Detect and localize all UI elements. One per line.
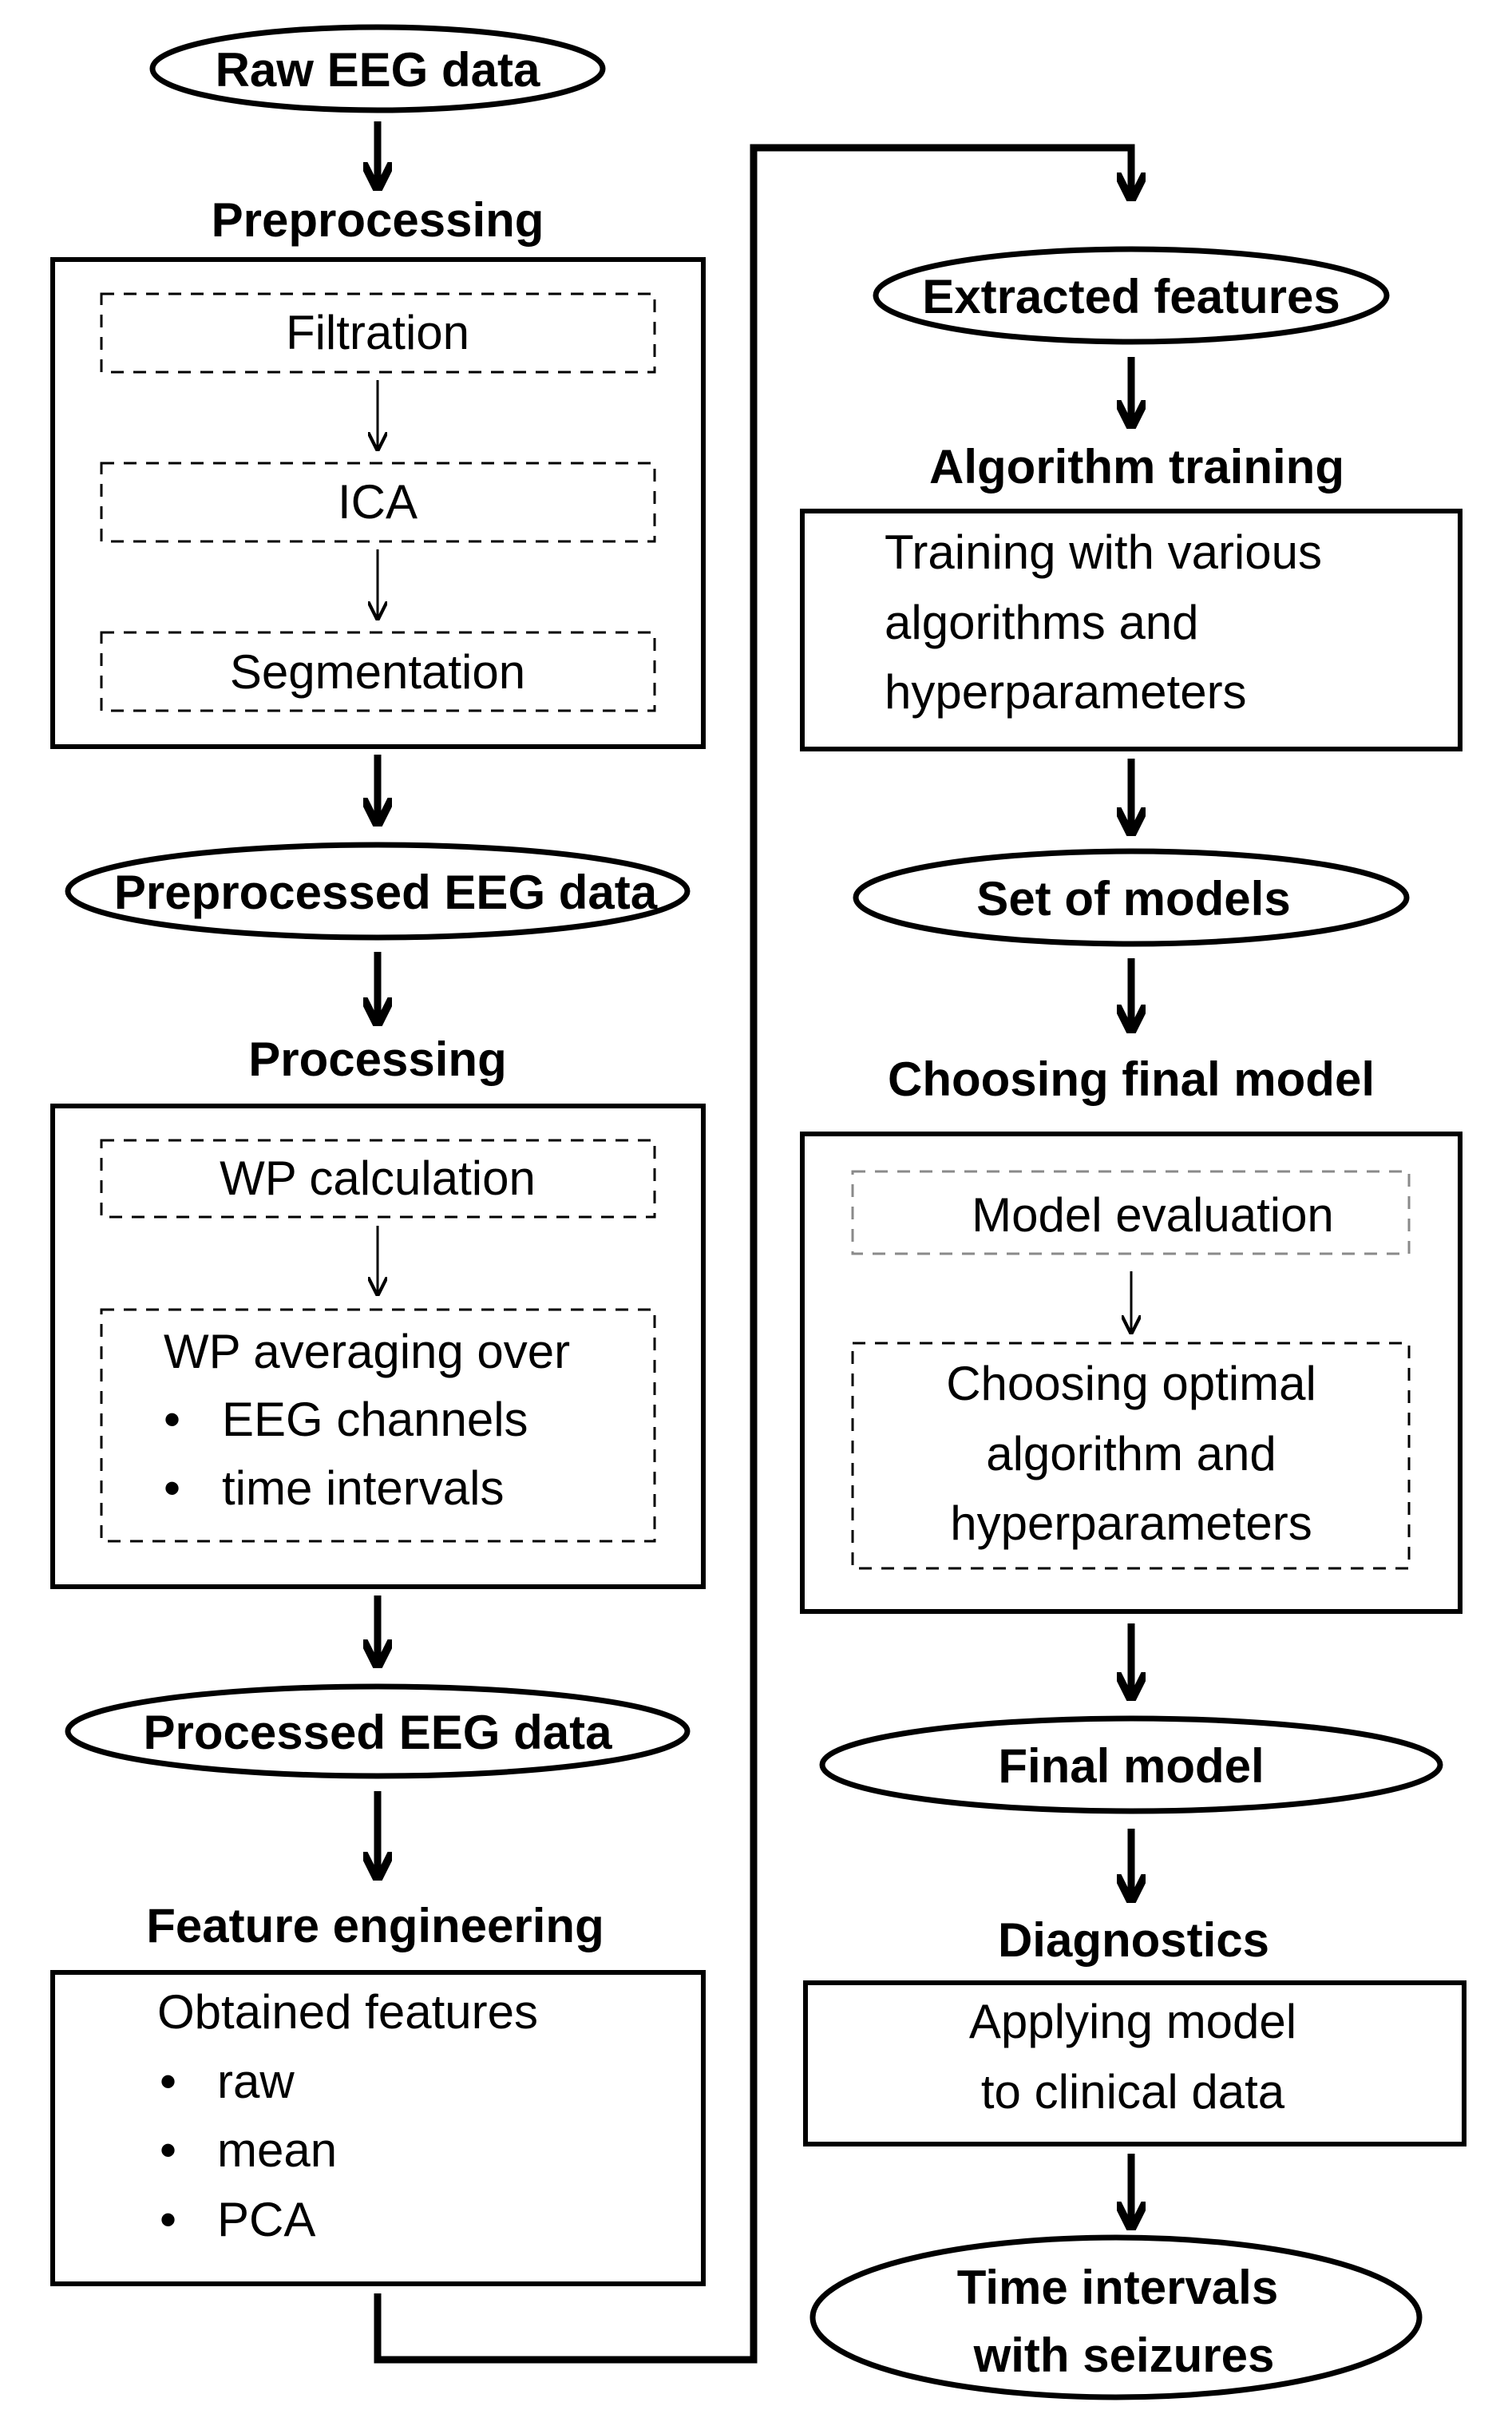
result-line-2: with seizures bbox=[973, 2329, 1275, 2382]
processed-eeg-node: Processed EEG data bbox=[65, 1683, 691, 1779]
segmentation-label: Segmentation bbox=[230, 645, 525, 699]
choosing-optimal-box bbox=[851, 1342, 1411, 1570]
diagnostics-line-2: to clinical data bbox=[981, 2065, 1285, 2119]
feature-mean: mean bbox=[217, 2123, 337, 2177]
ica-label: ICA bbox=[338, 475, 418, 529]
final-model-oval bbox=[819, 1715, 1443, 1814]
preprocessed-eeg-label: Preprocessed EEG data bbox=[114, 866, 658, 919]
training-line-2: algorithms and bbox=[885, 596, 1199, 649]
diagnostics-title: Diagnostics bbox=[998, 1913, 1269, 1967]
feature-engineering-box: Obtained features • raw • mean • PCA bbox=[50, 1970, 706, 2286]
training-line-3: hyperparameters bbox=[885, 665, 1247, 719]
choosing-line-1: Choosing optimal bbox=[946, 1357, 1316, 1410]
result-oval bbox=[809, 2234, 1423, 2400]
algorithm-training-frame bbox=[800, 509, 1463, 751]
time-intervals-item: time intervals bbox=[222, 1461, 504, 1515]
set-of-models-node: Set of models bbox=[853, 848, 1410, 947]
extracted-features-oval bbox=[873, 246, 1390, 345]
choosing-line-2: algorithm and bbox=[986, 1427, 1276, 1481]
preprocessing-frame bbox=[50, 257, 706, 749]
wp-calculation-box bbox=[100, 1139, 656, 1219]
raw-eeg-oval bbox=[149, 24, 606, 113]
processing-box: WP calculation WP averaging over • EEG c… bbox=[50, 1104, 706, 1589]
processed-eeg-oval bbox=[65, 1683, 691, 1779]
choosing-final-model-frame bbox=[800, 1132, 1463, 1614]
final-model-label: Final model bbox=[998, 1739, 1264, 1793]
raw-eeg-label: Raw EEG data bbox=[216, 43, 540, 97]
feature-engineering-title: Feature engineering bbox=[146, 1899, 604, 1952]
feature-engineering-frame bbox=[50, 1970, 706, 2286]
model-evaluation-label: Model evaluation bbox=[972, 1188, 1334, 1242]
training-line-1: Training with various bbox=[885, 525, 1322, 579]
set-of-models-label: Set of models bbox=[976, 872, 1290, 926]
obtained-features-title: Obtained features bbox=[157, 1985, 538, 2039]
segmentation-box bbox=[100, 631, 656, 712]
result-node: Time intervals with seizures bbox=[809, 2234, 1423, 2400]
algorithm-training-box: Training with various algorithms and hyp… bbox=[800, 509, 1463, 751]
diagnostics-frame bbox=[803, 1980, 1466, 2146]
diagnostics-line-1: Applying model bbox=[969, 1995, 1296, 2048]
diagnostics-box: Applying model to clinical data bbox=[803, 1980, 1466, 2146]
processed-eeg-label: Processed EEG data bbox=[144, 1706, 613, 1759]
feature-pca: PCA bbox=[217, 2193, 315, 2246]
bullet-eeg-channels: • bbox=[164, 1393, 180, 1446]
bullet-raw: • bbox=[160, 2055, 176, 2108]
feature-raw: raw bbox=[217, 2055, 295, 2108]
processing-title: Processing bbox=[248, 1033, 506, 1086]
eeg-channels-item: EEG channels bbox=[222, 1393, 528, 1446]
column-connector-line bbox=[374, 144, 1131, 2364]
choosing-final-model-box: Model evaluation Choosing optimal algori… bbox=[800, 1132, 1463, 1614]
set-of-models-oval bbox=[853, 848, 1410, 947]
preprocessed-eeg-oval bbox=[65, 842, 691, 941]
choosing-line-3: hyperparameters bbox=[950, 1496, 1312, 1550]
extracted-features-node: Extracted features bbox=[873, 246, 1390, 345]
wp-averaging-title: WP averaging over bbox=[164, 1325, 570, 1378]
preprocessed-eeg-node: Preprocessed EEG data bbox=[65, 842, 691, 941]
filtration-label: Filtration bbox=[286, 306, 469, 359]
preprocessing-box: Filtration ICA Segmentation bbox=[50, 257, 706, 749]
raw-eeg-node: Raw EEG data bbox=[149, 24, 606, 113]
ica-box bbox=[100, 462, 656, 543]
choosing-final-model-title: Choosing final model bbox=[888, 1052, 1375, 1106]
wp-calculation-label: WP calculation bbox=[220, 1152, 536, 1205]
algorithm-training-title: Algorithm training bbox=[929, 440, 1344, 494]
filtration-box bbox=[100, 292, 656, 374]
model-evaluation-box bbox=[851, 1170, 1411, 1255]
preprocessing-title: Preprocessing bbox=[212, 193, 544, 247]
bullet-time-intervals: • bbox=[164, 1461, 180, 1515]
wp-averaging-box bbox=[100, 1308, 656, 1543]
extracted-features-label: Extracted features bbox=[922, 270, 1340, 323]
processing-frame bbox=[50, 1104, 706, 1589]
bullet-mean: • bbox=[160, 2123, 176, 2177]
final-model-node: Final model bbox=[819, 1715, 1443, 1814]
result-line-1: Time intervals bbox=[957, 2261, 1278, 2314]
bullet-pca: • bbox=[160, 2193, 176, 2246]
